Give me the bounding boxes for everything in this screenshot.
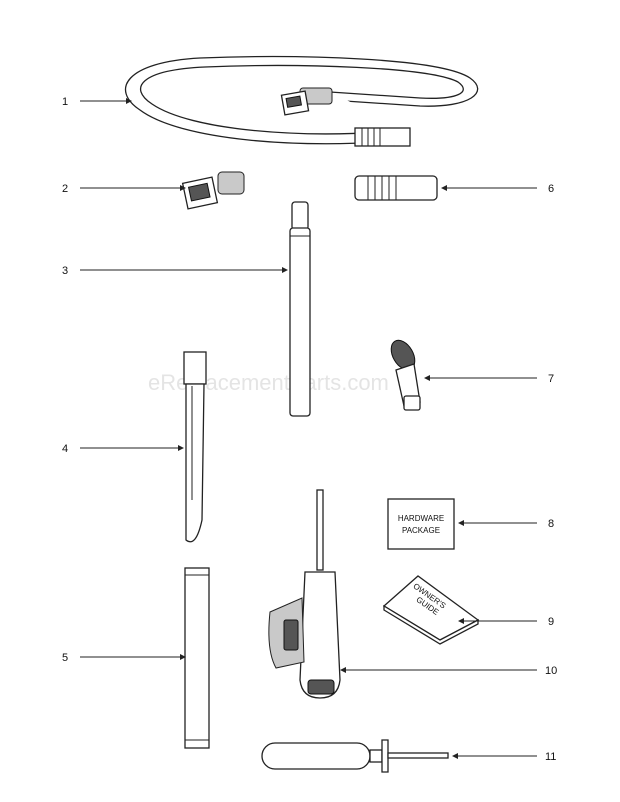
part-3-extension-wand[interactable] bbox=[289, 201, 311, 417]
callout-4: 4 bbox=[62, 443, 68, 455]
part-8-hardware-package[interactable]: HARDWARE PACKAGE bbox=[387, 498, 455, 550]
callout-5: 5 bbox=[62, 652, 68, 664]
part-7-dusting-brush[interactable] bbox=[386, 336, 421, 411]
callout-10: 10 bbox=[545, 665, 557, 677]
callout-11: 11 bbox=[545, 751, 556, 763]
callout-8: 8 bbox=[548, 518, 554, 530]
hardware-package-line1: HARDWARE bbox=[398, 514, 444, 523]
part-6-cuff[interactable] bbox=[354, 175, 438, 201]
part-9-owners-guide[interactable]: OWNER'S GUIDE bbox=[382, 575, 480, 645]
callout-numbers: 1 2 3 4 5 6 7 8 9 10 11 bbox=[62, 96, 557, 763]
callout-1: 1 bbox=[62, 96, 68, 108]
part-1-hose[interactable] bbox=[124, 55, 479, 147]
callout-2: 2 bbox=[62, 183, 68, 195]
part-5-extension-tube[interactable] bbox=[184, 567, 210, 749]
hardware-package-line2: PACKAGE bbox=[402, 526, 440, 535]
part-10-hand-tool[interactable] bbox=[268, 489, 341, 699]
leader-lines bbox=[80, 98, 537, 759]
part-4-crevice-tool[interactable] bbox=[183, 351, 207, 543]
part-2-swivel-connector[interactable] bbox=[181, 171, 245, 210]
callout-6: 6 bbox=[548, 183, 554, 195]
callout-9: 9 bbox=[548, 616, 554, 628]
callout-3: 3 bbox=[62, 265, 68, 277]
callout-7: 7 bbox=[548, 373, 554, 385]
part-11-probe-tool[interactable] bbox=[261, 739, 449, 773]
